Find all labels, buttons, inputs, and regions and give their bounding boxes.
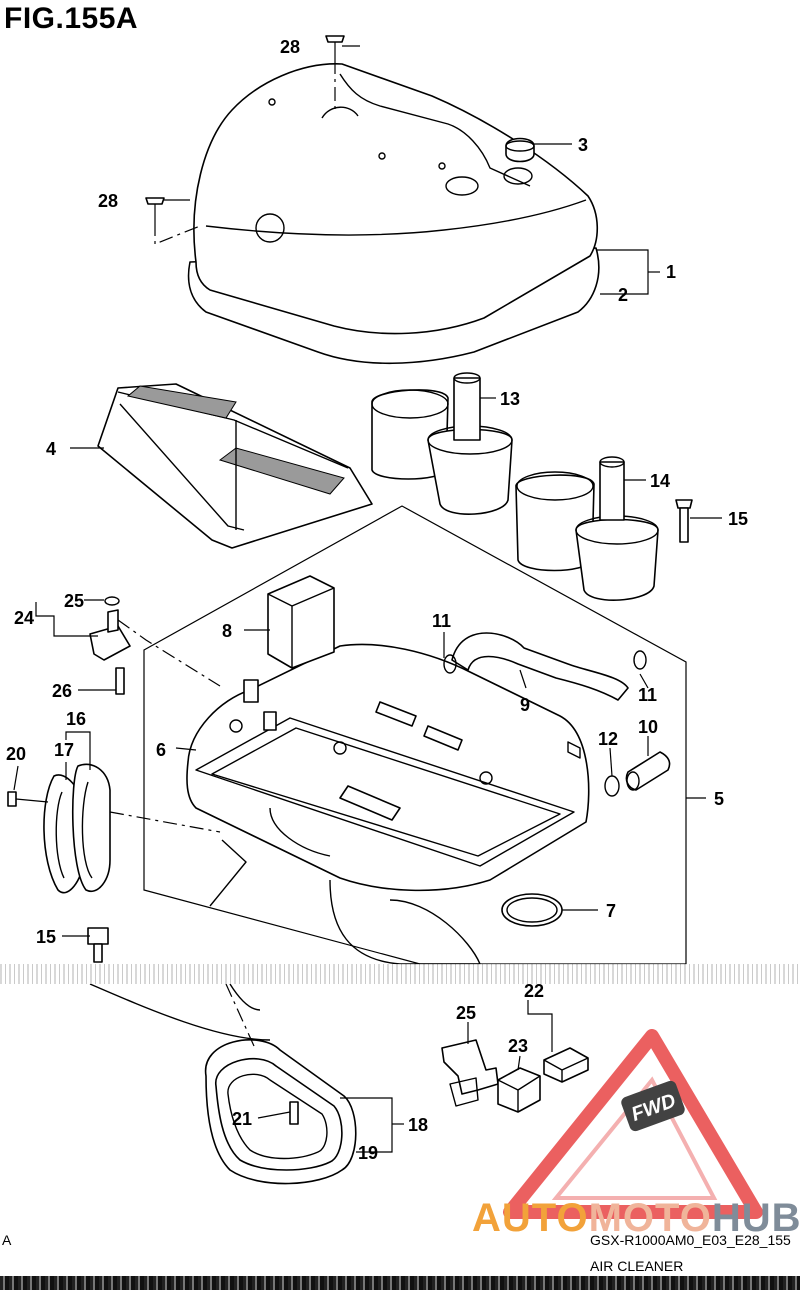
callout-3: 3 — [578, 135, 588, 155]
callout-21-bottom: 21 — [232, 1109, 252, 1129]
cap-ridge — [339, 73, 531, 187]
funnel-14b — [575, 518, 659, 601]
callout-4: 4 — [46, 439, 56, 459]
leader-lines — [13, 45, 722, 1153]
bottom-scan-edge — [0, 1276, 800, 1290]
part-screw-21a — [7, 791, 49, 807]
filter-mesh-2 — [218, 447, 345, 495]
cap-body — [193, 63, 599, 335]
callout-25: 24 — [14, 608, 34, 628]
callout-17: 16 — [66, 709, 86, 729]
tube — [625, 751, 671, 791]
callout-26: 25 — [64, 591, 84, 611]
block — [267, 575, 335, 669]
callout-14: 14 — [650, 471, 670, 491]
callout-20: 19 — [358, 1143, 378, 1163]
watermark-hub: HUB — [711, 1196, 800, 1240]
part-filter-element — [97, 383, 373, 549]
watermark-badge — [621, 1080, 685, 1132]
callout-23: 23 — [508, 1036, 528, 1056]
part-hose-9 — [451, 632, 629, 701]
screw-21b — [289, 1101, 299, 1125]
case-inner-rim — [211, 727, 561, 857]
callout-28-left: 28 — [98, 191, 118, 211]
watermark-triangle-icon — [503, 1029, 763, 1219]
callout-11-right: 11 — [638, 685, 657, 705]
callout-18: 17 — [54, 740, 74, 760]
reference-letter: A — [2, 1232, 12, 1248]
part-bolt-16 — [87, 927, 109, 963]
clip-24 — [441, 1039, 499, 1095]
part-block-8 — [267, 575, 335, 669]
hose — [451, 632, 629, 701]
callout-13: 13 — [500, 389, 520, 409]
funnel-13-tube — [453, 377, 481, 441]
part-funnels — [371, 372, 659, 601]
diagram-subtitle: AIR CLEANER — [590, 1258, 684, 1274]
part-duct-seal-19 — [205, 983, 357, 1185]
part-o-ring-7 — [501, 893, 563, 927]
callout-10: 10 — [638, 717, 658, 737]
funnel-14-tube — [599, 461, 625, 521]
callout-11-top: 11 — [432, 611, 451, 631]
part-screws-28 — [145, 35, 345, 245]
cap-port — [445, 176, 479, 196]
watermark-logo: FWD — [503, 1029, 763, 1219]
part-sensor-25 — [89, 596, 221, 695]
filter-frame — [97, 383, 373, 549]
callout-24: 25 — [456, 1003, 476, 1023]
callouts: 28 28 3 1 2 4 13 14 15 25 24 8 11 26 11 … — [6, 37, 748, 1163]
callout-12: 12 — [598, 729, 618, 749]
callout-1: 1 — [666, 262, 676, 282]
figure-title: FIG.155A — [4, 2, 139, 35]
callout-21-left: 20 — [6, 744, 26, 764]
diagram-code: GSX-R1000AM0_E03_E28_155 — [590, 1232, 791, 1248]
case-rim — [195, 717, 575, 867]
callout-16: 15 — [36, 927, 56, 947]
part-cleaner-case — [186, 643, 590, 965]
callout-27: 26 — [52, 681, 72, 701]
callout-22: 22 — [524, 981, 544, 1001]
seal-17 — [71, 763, 111, 893]
scan-artifact-band — [0, 964, 800, 984]
part-seals-17 — [43, 763, 221, 894]
part-tube-10 — [625, 751, 671, 791]
connector-22 — [543, 1047, 589, 1083]
cap-port-2 — [503, 167, 533, 185]
screw-27 — [115, 667, 125, 695]
watermark-auto: AUTO — [472, 1196, 589, 1240]
cap-crease — [205, 199, 587, 236]
callout-28-top: 28 — [280, 37, 300, 57]
cap-boss — [321, 106, 359, 119]
filter-mesh-1 — [126, 385, 237, 419]
washer-26 — [104, 596, 120, 606]
funnel-13b — [427, 428, 513, 515]
callout-7: 7 — [606, 901, 616, 921]
callout-2: 2 — [618, 285, 628, 305]
case-lower-duct — [329, 879, 481, 965]
part-screw-15 — [675, 499, 693, 543]
part-cleaner-cap — [187, 63, 600, 365]
watermark-wordmark: AUTOMOTOHUB — [472, 1196, 800, 1241]
callout-5: 5 — [714, 789, 724, 809]
watermark-moto: MOTO — [588, 1196, 712, 1240]
callout-6: 6 — [156, 740, 166, 760]
callout-19: 18 — [408, 1115, 428, 1135]
cap-hole — [255, 213, 285, 243]
watermark-inner-triangle — [551, 1076, 718, 1200]
callout-9: 9 — [520, 695, 530, 715]
callout-15: 15 — [728, 509, 748, 529]
grommet — [505, 137, 535, 163]
case-bracket — [209, 839, 247, 907]
callout-8: 8 — [222, 621, 232, 641]
part-connectors-22 — [441, 1039, 589, 1113]
part-grommet — [505, 137, 535, 163]
